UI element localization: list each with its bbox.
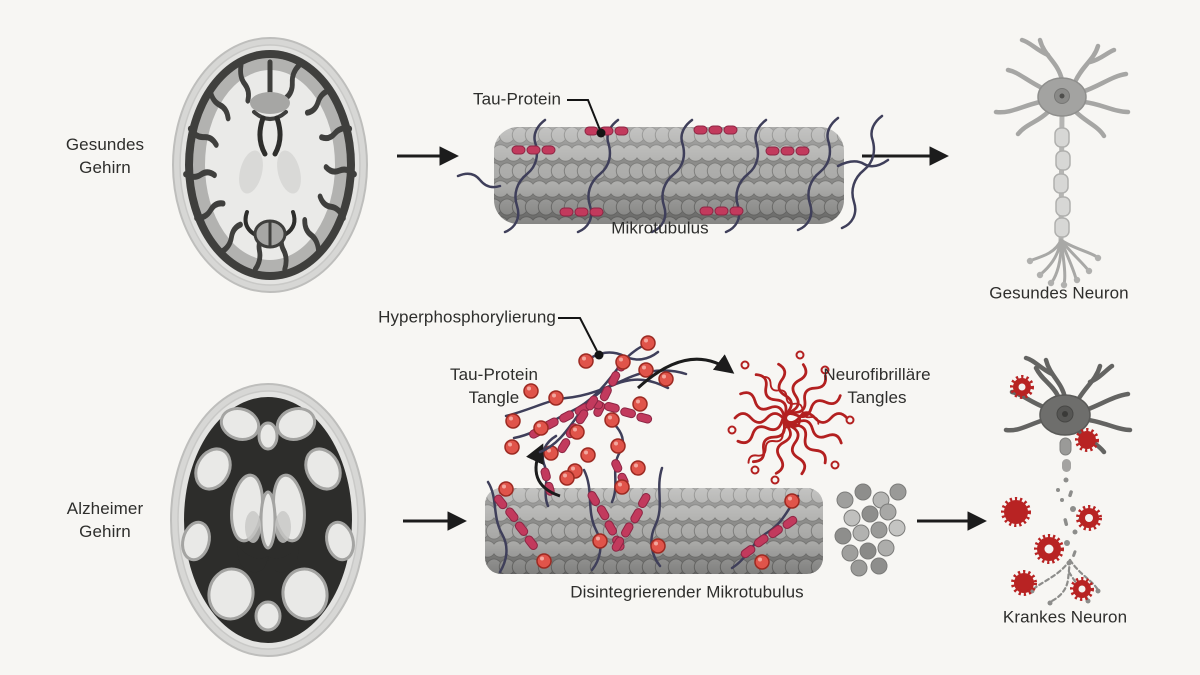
hyperphosphorylation-pointer-dot: [594, 350, 604, 360]
myelin-sheath-segments: [1053, 127, 1071, 238]
tau-protein-leader-line: [567, 99, 601, 131]
healthy-brain-illustration: [172, 37, 368, 293]
tau-squiggles: [456, 114, 890, 234]
tau-protein-pointer-dot: [596, 128, 606, 138]
amyloid-plaques: [1001, 375, 1102, 601]
neurofibrillary-tangles-illustration: [727, 350, 855, 485]
axon-terminals: [1030, 238, 1099, 286]
healthy-microtubule-illustration: [456, 99, 890, 234]
alzheimer-brain-illustration: [170, 383, 366, 657]
sick-neuron-illustration: [1001, 355, 1133, 606]
loose-tubulin-spheres: [834, 483, 907, 577]
healthy-neuron-illustration: [993, 37, 1131, 289]
disintegrating-microtubule-illustration: [485, 422, 907, 577]
tau-tangle-illustration: [504, 317, 688, 463]
hyperphosphorylation-leader-line: [558, 317, 598, 352]
arrow-tau-tangle-to-nft: [636, 354, 735, 390]
